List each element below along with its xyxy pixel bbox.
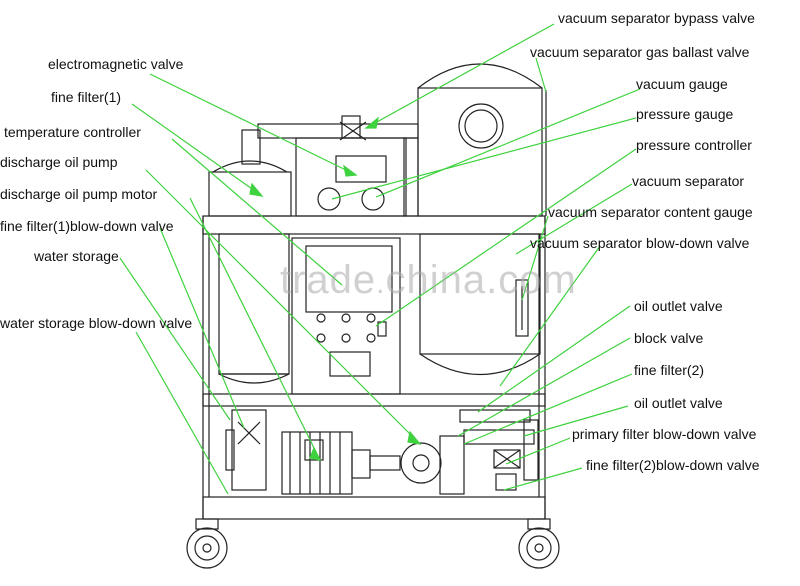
label-vacuum-separator: vacuum separator [632,173,745,189]
arrowhead-bypass [364,116,379,129]
leader-pressure-gauge [331,117,637,200]
label-vacuum-gauge: vacuum gauge [636,76,728,92]
arrowhead-fine-filter-1 [249,182,264,197]
frame-bottom-bar [202,496,546,520]
leader-fine-filter-1 [131,103,263,197]
leader-vacuum-gauge [375,88,641,198]
label-fine-filter-2-blow-down-valve: fine filter(2)blow-down valve [586,457,760,473]
leader-vacuum-separator-blow-down-valve [499,245,601,387]
label-fine-filter-2: fine filter(2) [634,362,705,378]
label-block-valve: block valve [634,330,704,346]
label-oil-outlet-valve-2: oil outlet valve [634,395,723,411]
leader-pressure-controller [375,148,637,327]
pump-motor-assembly [281,431,465,495]
leader-vacuum-separator-bypass-valve [365,23,555,129]
top-piping [241,115,419,217]
leader-discharge-oil-pump [145,169,421,445]
leader-temperature-controller [171,138,343,286]
frame-middle-bar [202,393,546,407]
leader-fine-filter-2-blow-down-valve [503,467,583,491]
fine-filter-1-lower [225,409,267,491]
watermark-part1: trade [280,258,377,302]
frame-top-bar [202,215,546,235]
leader-oil-outlet-valve-2 [523,405,629,437]
leader-water-storage-blow-down-valve [135,331,229,495]
leader-vacuum-separator-gas-ballast-valve [535,57,547,93]
right-wheel [518,518,560,569]
leader-discharge-oil-pump-motor [189,197,321,461]
leader-block-valve [457,337,631,437]
watermark: trade.china.com [280,258,577,303]
label-pressure-controller: pressure controller [636,137,752,153]
label-fine-filter-1: fine filter(1) [51,89,122,105]
leader-water-storage [119,257,231,421]
label-vacuum-separator-bypass-valve: vacuum separator bypass valve [558,10,755,26]
arrowhead-discharge-oil-pump [407,430,422,445]
label-discharge-oil-pump-motor: discharge oil pump motor [0,186,158,202]
label-water-storage-blow-down-valve: water storage blow-down valve [0,315,193,331]
leader-vacuum-separator [515,183,633,255]
leader-primary-filter-blow-down-valve [505,437,571,465]
label-oil-outlet-valve-1: oil outlet valve [634,298,723,314]
label-vacuum-separator-gas-ballast-valve: vacuum separator gas ballast valve [530,44,750,60]
leader-oil-outlet-valve-1 [477,305,631,413]
leader-fine-filter-2 [463,373,633,445]
label-vacuum-separator-content-gauge: vacuum separator content gauge [548,204,753,220]
label-water-storage: water storage [34,248,119,264]
label-fine-filter-1-blow-down-valve: fine filter(1)blow-down valve [0,218,174,234]
leader-fine-filter-1-blow-down-valve [159,227,245,429]
label-primary-filter-blow-down-valve: primary filter blow-down valve [572,426,757,442]
label-electromagnetic-valve: electromagnetic valve [48,56,184,72]
leader-electromagnetic-valve [149,73,357,176]
label-pressure-gauge: pressure gauge [636,106,734,122]
arrowhead-electromagnetic [343,164,358,177]
watermark-dot: . [376,267,386,300]
arrowhead-motor [309,446,322,461]
leader-vacuum-separator-content-gauge [521,215,549,301]
label-vacuum-separator-blow-down-valve: vacuum separator blow-down valve [530,235,750,251]
left-wheel [186,518,228,569]
watermark-part2: china.com [385,258,577,302]
label-temperature-controller: temperature controller [4,124,141,140]
vacuum-separator-tank [417,63,547,376]
label-discharge-oil-pump: discharge oil pump [0,154,118,170]
bottom-right-piping [459,409,539,491]
